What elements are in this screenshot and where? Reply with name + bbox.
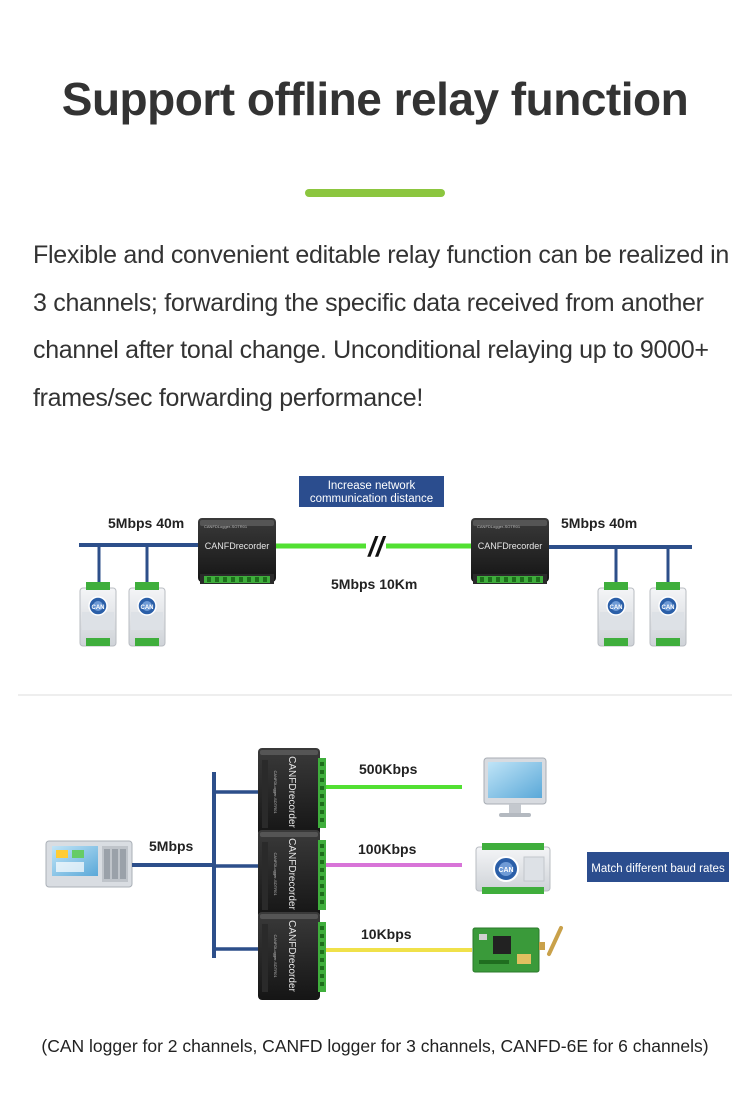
bottom-recorder-3: CANFDLogger-SOTR01 CANFDrecorder xyxy=(258,912,326,1000)
top-middle-speed: 5Mbps 10Km xyxy=(331,576,417,592)
bottom-recorder-2: CANFDLogger-SOTR01 CANFDrecorder xyxy=(258,830,326,918)
monitor-icon xyxy=(483,757,547,817)
top-can-module-3: CAN xyxy=(597,581,635,647)
break-mark: // xyxy=(366,531,387,562)
hmi-controller-icon xyxy=(45,840,133,888)
top-right-speed: 5Mbps 40m xyxy=(561,515,637,531)
branch-speed-2: 100Kbps xyxy=(358,841,417,857)
device-tag: CANFDLogger-SOTR01 xyxy=(273,934,278,978)
top-can-module-4: CAN xyxy=(649,581,687,647)
top-left-speed: 5Mbps 40m xyxy=(108,515,184,531)
can-module-label: CAN xyxy=(610,605,623,611)
device-name: CANFDrecorder xyxy=(478,541,543,551)
can-module-label: CAN xyxy=(498,867,513,874)
pcb-antenna-icon xyxy=(472,926,563,973)
device-name: CANFDrecorder xyxy=(286,920,297,992)
top-left-recorder: CANFDLogger-SOTR01 CANFDrecorder xyxy=(198,518,276,584)
can-module-label: CAN xyxy=(662,605,675,611)
can-module-label: CAN xyxy=(141,605,154,611)
top-can-module-1: CAN xyxy=(79,581,117,647)
device-tag: CANFDLogger-SOTR01 xyxy=(273,852,278,896)
intro-paragraph: Flexible and convenient editable relay f… xyxy=(33,241,729,412)
bottom-callout-box xyxy=(587,852,729,882)
bottom-callout-text: Match different baud rates xyxy=(591,863,725,875)
can-module-label: CAN xyxy=(92,605,105,611)
bottom-recorder-1: CANFDLogger-SOTR01 CANFDrecorder xyxy=(258,748,326,836)
can-module-icon: CAN xyxy=(475,843,551,894)
device-tag: CANFDLogger-SOTR01 xyxy=(273,770,278,814)
branch-speed-1: 500Kbps xyxy=(359,761,418,777)
top-callout-line-2: communication distance xyxy=(310,493,433,505)
top-callout-line-1: Increase network xyxy=(328,480,416,492)
branch-speed-3: 10Kbps xyxy=(361,926,412,942)
top-callout-box xyxy=(299,476,444,507)
device-name: CANFDrecorder xyxy=(286,756,297,828)
device-tag: CANFDLogger-SOTR01 xyxy=(204,524,248,529)
page-title: Support offline relay function xyxy=(61,73,689,125)
bottom-source-speed: 5Mbps xyxy=(149,838,194,854)
top-can-module-2: CAN xyxy=(128,581,166,647)
device-tag: CANFDLogger-SOTR01 xyxy=(477,524,521,529)
title-accent-bar xyxy=(305,189,445,197)
section-divider xyxy=(18,694,732,696)
footnote: (CAN logger for 2 channels, CANFD logger… xyxy=(41,1036,709,1056)
device-name: CANFDrecorder xyxy=(205,541,270,551)
top-right-recorder: CANFDLogger-SOTR01 CANFDrecorder xyxy=(471,518,549,584)
device-name: CANFDrecorder xyxy=(286,838,297,910)
